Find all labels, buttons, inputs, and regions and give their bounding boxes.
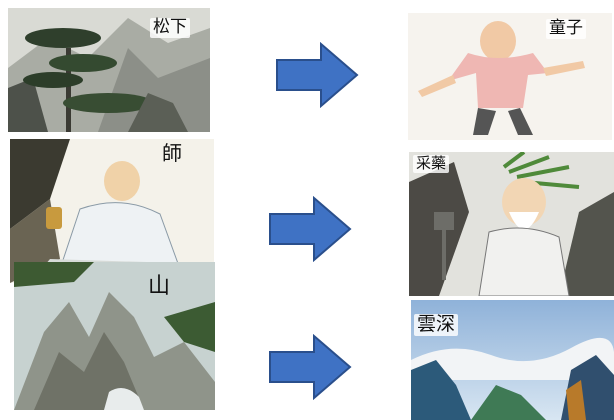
right-arrow-icon [268, 196, 352, 262]
pine-tree-painting: 松下 [8, 8, 210, 132]
child-painting: 童子 [408, 13, 612, 140]
right-arrow-icon [268, 334, 352, 400]
label-pine-under: 松下 [150, 18, 190, 38]
cloudy-mountains-painting: 雲深 [411, 300, 614, 420]
right-arrow-icon [275, 42, 359, 108]
label-boy: 童子 [546, 19, 586, 39]
label-mountain: 山 [148, 274, 171, 299]
label-gathering-herbs: 采藥 [413, 155, 450, 173]
herb-gatherer-painting: 采藥 [409, 152, 614, 296]
mountain-photo: 山 [14, 262, 215, 410]
label-deep-clouds: 雲深 [414, 314, 459, 336]
label-master: 師 [162, 141, 182, 165]
